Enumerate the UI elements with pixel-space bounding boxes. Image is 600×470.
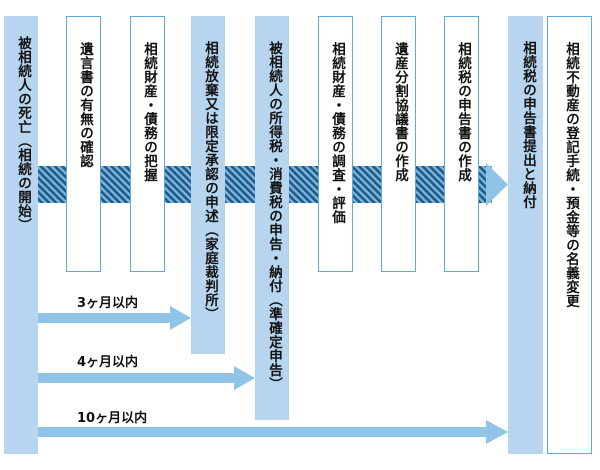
flow-step-survey: 相続財産・債務の調査・評価 bbox=[329, 42, 345, 224]
flow-step-division: 遺産分割協議書の作成 bbox=[392, 42, 408, 182]
flow-step-will: 遺言書の有無の確認 bbox=[77, 42, 93, 168]
deadline-label-4-months: 4ヶ月以内 bbox=[77, 355, 139, 370]
flow-column: 相続財産・債務の把握 bbox=[130, 16, 165, 272]
flow-column: 相続不動産の登記手続・預金等の名義変更 bbox=[547, 16, 592, 454]
flow-step-return: 相続税の申告書の作成 bbox=[455, 42, 471, 182]
flow-step-renounce: 相続放棄又は限定承認の申述（家庭裁判所） bbox=[202, 41, 218, 321]
timeline-band-arrowhead bbox=[486, 163, 508, 206]
deadline-arrow-4-months bbox=[38, 366, 255, 390]
flow-column: 相続税の申告書の作成 bbox=[444, 16, 479, 272]
flow-step-registration: 相続不動産の登記手続・預金等の名義変更 bbox=[563, 42, 579, 308]
flow-step-income-tax: 被相続人の所得税・消費税の申告・納付（準確定申告） bbox=[266, 41, 282, 391]
flow-step-filing: 相続税の申告書提出と納付 bbox=[520, 41, 536, 209]
flow-column: 被相続人の所得税・消費税の申告・納付（準確定申告） bbox=[255, 16, 289, 420]
flow-column: 相続税の申告書提出と納付 bbox=[508, 16, 543, 454]
flow-step-death: 被相続人の死亡（相続の開始） bbox=[15, 36, 31, 232]
deadline-label-10-months: 10ヶ月以内 bbox=[77, 411, 148, 426]
flow-step-assets: 相続財産・債務の把握 bbox=[141, 42, 157, 182]
flow-column: 被相続人の死亡（相続の開始） bbox=[4, 16, 38, 454]
flow-column: 相続放棄又は限定承認の申述（家庭裁判所） bbox=[191, 16, 225, 354]
deadline-label-3-months: 3ヶ月以内 bbox=[77, 296, 139, 311]
flow-column: 相続財産・債務の調査・評価 bbox=[318, 16, 353, 272]
flow-column: 遺産分割協議書の作成 bbox=[381, 16, 416, 272]
flow-column: 遺言書の有無の確認 bbox=[66, 16, 101, 272]
